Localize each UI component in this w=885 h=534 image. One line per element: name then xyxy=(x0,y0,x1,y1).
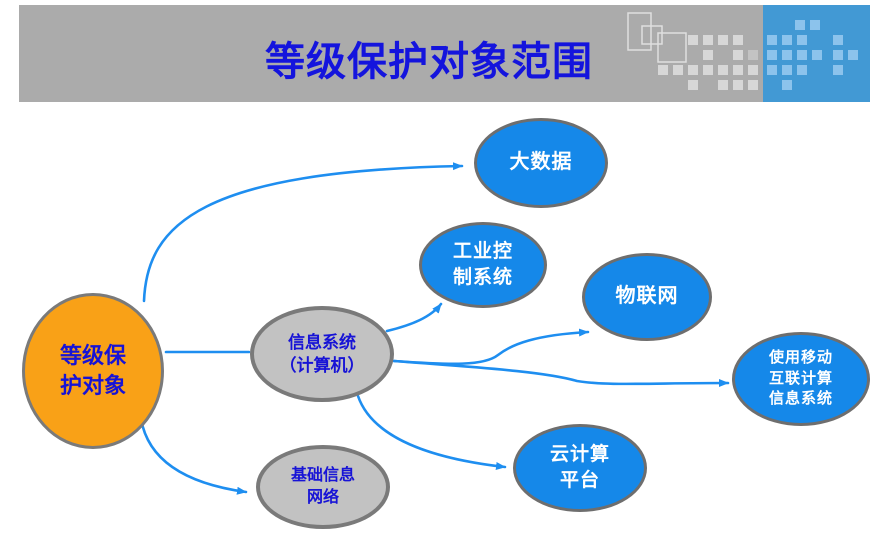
node-basic-network: 基础信息 网络 xyxy=(256,445,390,529)
node-mobile-internet-label: 使用移动 互联计算 信息系统 xyxy=(768,348,833,408)
node-info-system-label: 信息系统 （计算机） xyxy=(279,332,365,375)
node-cloud-platform: 云计算 平台 xyxy=(513,424,647,512)
edge-root-big-data xyxy=(142,162,464,303)
page-title: 等级保护对象范围 xyxy=(265,40,593,84)
edge-info-cloud-platform xyxy=(356,394,507,470)
edge-info-industrial-control xyxy=(385,302,443,333)
node-cloud-platform-label: 云计算 平台 xyxy=(549,443,610,491)
node-basic-network-label: 基础信息 网络 xyxy=(290,466,355,506)
node-big-data-label: 大数据 xyxy=(509,151,573,174)
node-industrial-control: 工业控 制系统 xyxy=(419,222,547,308)
header-banner: 等级保护对象范围 xyxy=(19,5,870,102)
node-industrial-control-label: 工业控 制系统 xyxy=(452,240,513,288)
node-root-label: 等级保 护对象 xyxy=(59,342,126,398)
node-iot: 物联网 xyxy=(582,253,712,341)
decor-squares xyxy=(627,12,858,90)
node-big-data: 大数据 xyxy=(474,118,608,208)
edge-root-basic-network xyxy=(139,417,248,495)
node-iot-label: 物联网 xyxy=(615,285,679,308)
node-info-system: 信息系统 （计算机） xyxy=(250,306,394,402)
node-mobile-internet: 使用移动 互联计算 信息系统 xyxy=(732,332,870,426)
node-root: 等级保 护对象 xyxy=(22,293,164,449)
edge-info-mobile-internet xyxy=(392,359,730,388)
edge-info-iot xyxy=(392,328,590,366)
